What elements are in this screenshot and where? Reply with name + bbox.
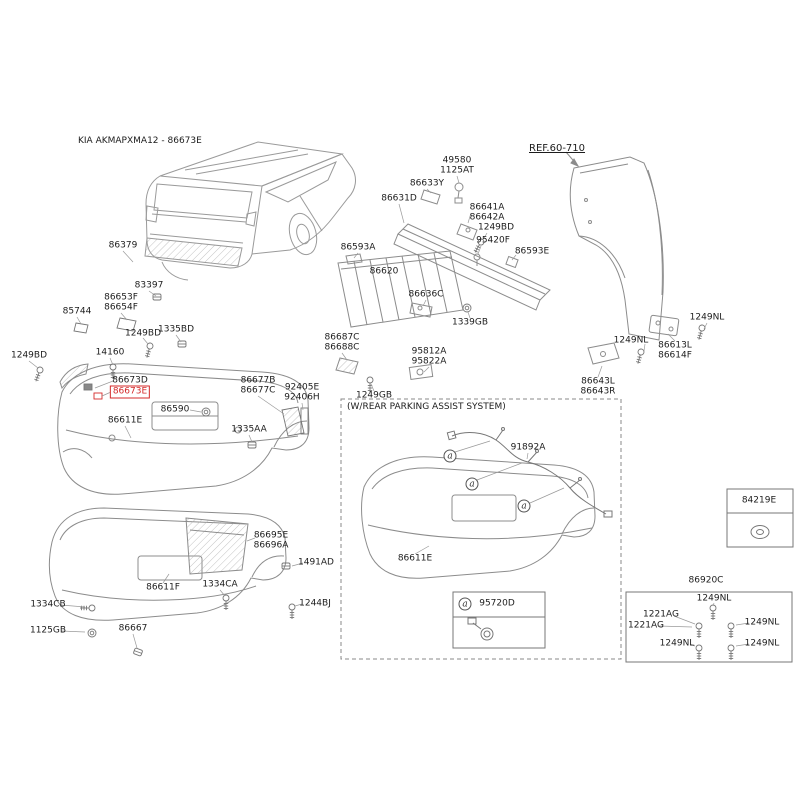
part-label-49580[interactable]: 49580 [442, 155, 472, 166]
callout-a-marker: a [458, 597, 472, 611]
part-label-86611E[interactable]: 86611E [397, 553, 433, 564]
part-label-86673D[interactable]: 86673D [112, 375, 148, 386]
part-label-95812A[interactable]: 95812A [411, 346, 447, 357]
part-label-86654F[interactable]: 86654F [104, 302, 138, 313]
part-label-1249NL[interactable]: 1249NL [659, 638, 695, 649]
part-label-1334CB[interactable]: 1334CB [30, 599, 66, 610]
ref-60-710-link[interactable]: REF.60-710 [529, 143, 586, 154]
under-cover [185, 517, 249, 575]
part-label-1491AD[interactable]: 1491AD [298, 557, 334, 568]
vehicle-sketch [144, 141, 356, 281]
part-label-83397[interactable]: 83397 [134, 280, 164, 291]
part-label-1249NL[interactable]: 1249NL [689, 312, 725, 323]
part-label-1125GB[interactable]: 1125GB [29, 625, 67, 636]
lower-bumper-parts [79, 562, 296, 657]
part-label-1249BD[interactable]: 1249BD [10, 350, 48, 361]
part-label-1249BD[interactable]: 1249BD [124, 328, 162, 339]
part-label-86695E[interactable]: 86695E [253, 530, 289, 541]
part-label-95720D[interactable]: 95720D [479, 598, 515, 609]
bumper-small-parts [32, 293, 309, 449]
part-label-86643L[interactable]: 86643L [581, 376, 615, 387]
part-label-86611E[interactable]: 86611E [107, 415, 143, 426]
part-label-92406H[interactable]: 92406H [284, 392, 320, 403]
part-label-91892A[interactable]: 91892A [510, 442, 546, 453]
part-label-86653F[interactable]: 86653F [104, 292, 138, 303]
part-label-86593A[interactable]: 86593A [340, 242, 376, 253]
part-label-86620[interactable]: 86620 [369, 266, 399, 277]
parking-assist-box [340, 398, 622, 660]
sensor-95720d-box [452, 591, 546, 649]
part-label-1249GB[interactable]: 1249GB [355, 390, 393, 401]
grommet-84219e-box [726, 488, 794, 548]
callout-a-marker: a [443, 449, 457, 463]
part-label-1335AA[interactable]: 1335AA [231, 424, 267, 435]
part-label-92405E[interactable]: 92405E [284, 382, 320, 393]
part-label-86641A[interactable]: 86641A [469, 202, 505, 213]
part-label-86688C[interactable]: 86688C [324, 342, 360, 353]
part-label-86611F[interactable]: 86611F [146, 582, 180, 593]
lower-bumper [48, 507, 287, 621]
callout-a-marker: a [517, 499, 531, 513]
part-label-86631D[interactable]: 86631D [381, 193, 417, 204]
part-label-86667[interactable]: 86667 [118, 623, 148, 634]
parking-assist-box-title: (W/REAR PARKING ASSIST SYSTEM) [347, 402, 506, 412]
part-label-1221AG[interactable]: 1221AG [643, 609, 679, 620]
energy-absorber [337, 250, 464, 328]
diagram-title: KIA AKMAPXMA12 - 86673E [78, 136, 202, 146]
part-label-86696A[interactable]: 86696A [253, 540, 289, 551]
part-label-1221AG[interactable]: 1221AG [628, 620, 664, 631]
part-label-86920C[interactable]: 86920C [688, 575, 724, 586]
part-label-1249NL[interactable]: 1249NL [744, 617, 780, 628]
part-label-86677B[interactable]: 86677B [240, 375, 276, 386]
part-label-95822A[interactable]: 95822A [411, 356, 447, 367]
rear-fender-panel [565, 151, 664, 341]
wiring-harness [446, 427, 613, 518]
part-label-14160[interactable]: 14160 [95, 347, 125, 358]
part-label-86590[interactable]: 86590 [160, 404, 190, 415]
part-label-86614F[interactable]: 86614F [658, 350, 692, 361]
part-label-1335BD[interactable]: 1335BD [157, 324, 195, 335]
part-label-86643R[interactable]: 86643R [580, 386, 616, 397]
hardware-86920c-box [625, 591, 793, 663]
part-label-85744[interactable]: 85744 [62, 306, 92, 317]
fender-brackets [587, 314, 707, 365]
part-label-86633Y[interactable]: 86633Y [409, 178, 445, 189]
part-label-1334CA[interactable]: 1334CA [202, 579, 238, 590]
part-label-1249NL[interactable]: 1249NL [696, 593, 732, 604]
part-label-1244BJ[interactable]: 1244BJ [299, 598, 331, 609]
part-label-1249BD[interactable]: 1249BD [477, 222, 515, 233]
part-label-86673E[interactable]: 86673E [109, 385, 151, 399]
part-label-1339GB[interactable]: 1339GB [451, 317, 489, 328]
callout-a-marker: a [465, 477, 479, 491]
part-label-86636C[interactable]: 86636C [408, 289, 444, 300]
center-brackets [335, 357, 434, 393]
part-label-95420F[interactable]: 95420F [476, 235, 510, 246]
part-label-84219E[interactable]: 84219E [741, 495, 777, 506]
part-label-86677C[interactable]: 86677C [240, 385, 276, 396]
part-label-86593E[interactable]: 86593E [514, 246, 550, 257]
part-label-86379[interactable]: 86379 [108, 240, 138, 251]
impact-beam-assembly [393, 182, 551, 318]
part-label-86687C[interactable]: 86687C [324, 332, 360, 343]
part-label-1249NL[interactable]: 1249NL [744, 638, 780, 649]
part-label-86642A[interactable]: 86642A [469, 212, 505, 223]
leader-lines [28, 175, 750, 649]
part-label-1249NL[interactable]: 1249NL [613, 335, 649, 346]
part-label-86613L[interactable]: 86613L [658, 340, 692, 351]
part-label-1125AT[interactable]: 1125AT [440, 165, 474, 176]
